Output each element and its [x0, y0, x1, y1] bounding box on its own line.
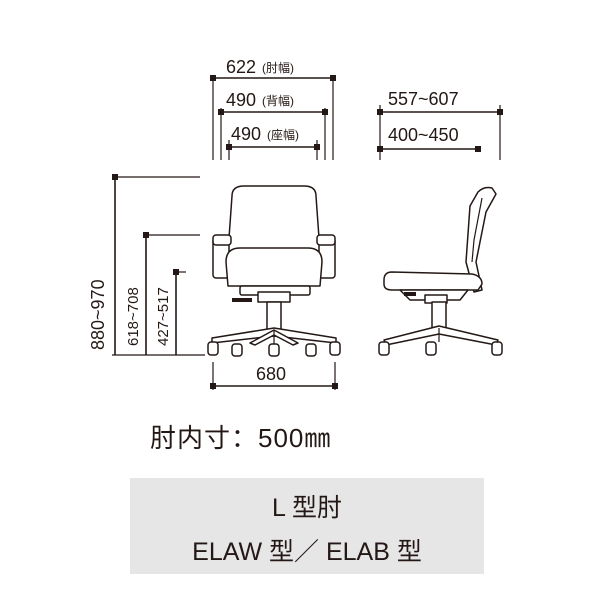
- back-width-value: 490: [226, 90, 256, 110]
- depth-value: 557~607: [388, 89, 459, 109]
- side-depth-dimensions: 557~607 400~450: [377, 89, 503, 160]
- total-height-value: 880~970: [88, 279, 108, 350]
- front-width-dimensions: 622 (肘幅) 490 (背幅) 490 (座幅): [210, 57, 336, 160]
- base-width-dimension: 680: [210, 362, 338, 390]
- back-width-label: (背幅): [262, 93, 294, 108]
- base-width-value: 680: [256, 364, 286, 384]
- side-chair-illustration: [378, 186, 503, 356]
- armrest-width-value: 622: [226, 57, 256, 77]
- model-names-label: ELAW 型／ ELAB 型: [192, 538, 422, 566]
- armrest-width-label: (肘幅): [262, 60, 294, 75]
- seat-width-value: 490: [231, 124, 261, 144]
- seat-depth-value: 400~450: [388, 125, 459, 145]
- arm-type-label: L 型肘: [272, 494, 342, 522]
- front-height-dimensions: 880~970 618~708 427~517: [88, 174, 205, 356]
- armrest-inner-dimension-note: 肘内寸：500㎜: [150, 423, 332, 453]
- seat-height-value: 427~517: [155, 287, 172, 346]
- armrest-height-value: 618~708: [125, 287, 142, 346]
- front-chair-illustration: [207, 185, 341, 357]
- seat-width-label: (座幅): [267, 127, 299, 142]
- model-info-box: L 型肘 ELAW 型／ ELAB 型: [130, 478, 484, 574]
